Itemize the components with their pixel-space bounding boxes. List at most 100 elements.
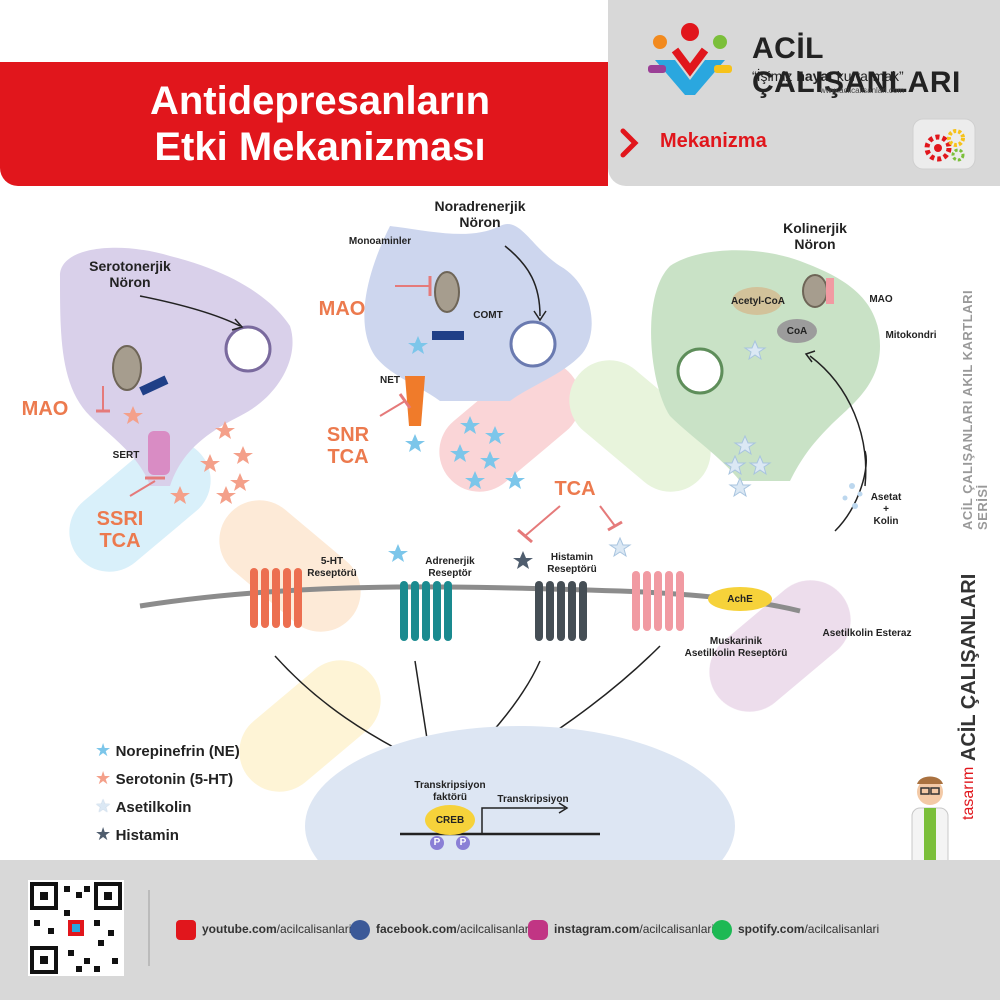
mechanism-diagram	[60, 224, 880, 860]
legend-label: Norepinefrin (NE)	[115, 743, 240, 760]
serotonergic-neuron-body	[60, 247, 293, 486]
acetate-choline-particles	[842, 483, 863, 509]
series-vertical-text: ACİL ÇALIŞANLARI AKIL KARTLARI SERİSİ	[960, 289, 990, 530]
noradrenergic-neuron-label: Noradrenerjik Nöron	[434, 198, 526, 230]
norepinephrine-vesicle	[509, 320, 557, 368]
star-icon: ★	[95, 768, 112, 788]
serotonergic-enzyme	[139, 375, 169, 396]
creb-protein	[425, 805, 475, 835]
slogan-pre: “İşimiz	[752, 68, 797, 84]
acetyl-coa-node	[732, 287, 782, 315]
net-label: NET	[380, 375, 400, 386]
design-credit: tasarım ACİL ÇALIŞANLARI	[958, 560, 992, 820]
gear-icon	[912, 118, 976, 170]
creb-label: CREB	[435, 815, 465, 826]
brand-slogan: “İşimiz hayat kurtarmak”	[752, 68, 904, 84]
legend-label: Asetilkolin	[115, 799, 192, 816]
serotonin-vesicle	[224, 325, 272, 373]
social-spotify[interactable]: spotify.com/acilcalisanlari	[712, 920, 879, 940]
comt-enzyme	[432, 331, 464, 340]
drug-ssri-tca: SSRI TCA	[96, 508, 144, 552]
serotonergic-neuron-label: Serotonerjik Nöron	[89, 258, 171, 290]
slogan-post: kurtarmak”	[832, 68, 904, 84]
footer	[0, 860, 1000, 1000]
acetyl-coa-label: Acetyl-CoA	[731, 296, 785, 307]
social-instagram[interactable]: instagram.com/acilcalisanlari	[528, 920, 714, 940]
cholinergic-neuron-body	[651, 250, 880, 481]
instagram-icon	[528, 920, 548, 940]
receptor-5ht-label: 5-HT Reseptörü	[307, 556, 357, 579]
acetylcholine-molecules	[608, 339, 772, 558]
drug-mao-mid: MAO	[318, 298, 366, 320]
nucleus	[305, 726, 735, 860]
facebook-icon	[350, 920, 370, 940]
legend-item: ★ Asetilkolin	[95, 796, 295, 824]
social-handle: /acilcalisanlari	[456, 922, 532, 937]
design-brand: ACİL ÇALIŞANLARI	[958, 573, 980, 762]
comt-label: COMT	[473, 310, 503, 321]
social-handle: /acilcalisanlari	[804, 922, 880, 937]
receptor-histamine-label: Histamin Reseptörü	[547, 552, 597, 575]
acetylcholinesterase-label: Asetilkolin Esteraz	[822, 628, 912, 639]
brand-url: www.acilcalisanlari.com	[820, 86, 905, 95]
social-youtube[interactable]: youtube.com/acilcalisanlari	[176, 920, 351, 940]
background-watermark	[69, 360, 851, 792]
social-domain: facebook.com	[376, 922, 457, 937]
ache-label: AchE	[727, 594, 753, 605]
page-title: Antidepresanların Etki Mekanizması	[60, 78, 580, 170]
cholinergic-neuron-label: Kolinerjik Nöron	[783, 220, 847, 252]
title-line-2: Etki Mekanizması	[154, 125, 486, 169]
acetylcholine-vesicle	[676, 347, 724, 395]
receptor-adrenergic-label: Adrenerjik Reseptör	[425, 556, 475, 579]
legend-label: Histamin	[115, 827, 179, 844]
phosphate-left-label: P	[433, 837, 441, 848]
brand-logo-icon	[648, 23, 732, 95]
sert-label: SERT	[112, 450, 140, 461]
net-transporter	[405, 376, 425, 426]
legend-item: ★ Histamin	[95, 824, 295, 852]
footer-divider	[148, 890, 150, 966]
social-domain: spotify.com	[738, 922, 805, 937]
norepinephrine-molecules	[388, 336, 525, 562]
qr-code-icon	[28, 880, 124, 976]
drug-mao-left: MAO	[21, 398, 69, 420]
serotonin-molecules	[123, 406, 253, 504]
title-bar	[0, 62, 608, 186]
transcription-factor-label: Transkripsiyon faktörü	[414, 780, 486, 803]
drug-snr-tca: SNR TCA	[326, 424, 370, 468]
cholinergic-mao	[826, 278, 834, 304]
coa-node	[777, 319, 817, 343]
legend-item: ★ Serotonin (5-HT)	[95, 768, 295, 796]
receptor-muscarinic	[632, 571, 684, 631]
title-line-1: Antidepresanların	[149, 79, 491, 123]
social-domain: instagram.com	[554, 922, 640, 937]
monoamines-label: Monoaminler	[348, 236, 412, 247]
drug-tca: TCA	[554, 478, 596, 500]
mitochondria-label: Mitokondri	[885, 330, 937, 341]
spotify-icon	[712, 920, 732, 940]
transcription-arrow	[481, 807, 565, 834]
brand-name: ACİL ÇALIŞANLARI	[752, 32, 961, 99]
chevron-right-icon	[620, 128, 639, 158]
coa-label: CoA	[786, 326, 808, 337]
receptor-5ht	[250, 568, 302, 628]
star-icon: ★	[95, 740, 112, 760]
acetate-choline-label: Asetat + Kolin	[870, 492, 902, 527]
legend-item: ★ Norepinefrin (NE)	[95, 740, 295, 768]
receptor-histamine	[535, 581, 587, 641]
social-facebook[interactable]: facebook.com/acilcalisanlari	[350, 920, 531, 940]
slogan-bold: hayat	[796, 68, 833, 84]
legend: ★ Norepinefrin (NE) ★ Serotonin (5-HT) ★…	[95, 740, 295, 852]
transcription-label: Transkripsiyon	[497, 794, 569, 805]
social-domain: youtube.com	[202, 922, 277, 937]
legend-label: Serotonin (5-HT)	[115, 771, 234, 788]
star-icon: ★	[95, 796, 112, 816]
histamine-molecule	[513, 551, 533, 569]
phosphate-right	[456, 836, 470, 850]
design-pre: tasarım	[960, 766, 977, 820]
youtube-icon	[176, 920, 196, 940]
noradrenergic-mitochondria	[434, 271, 460, 313]
mao-small-label: MAO	[869, 294, 893, 305]
serotonergic-mitochondria	[112, 345, 142, 391]
receptor-adrenergic	[400, 581, 452, 641]
